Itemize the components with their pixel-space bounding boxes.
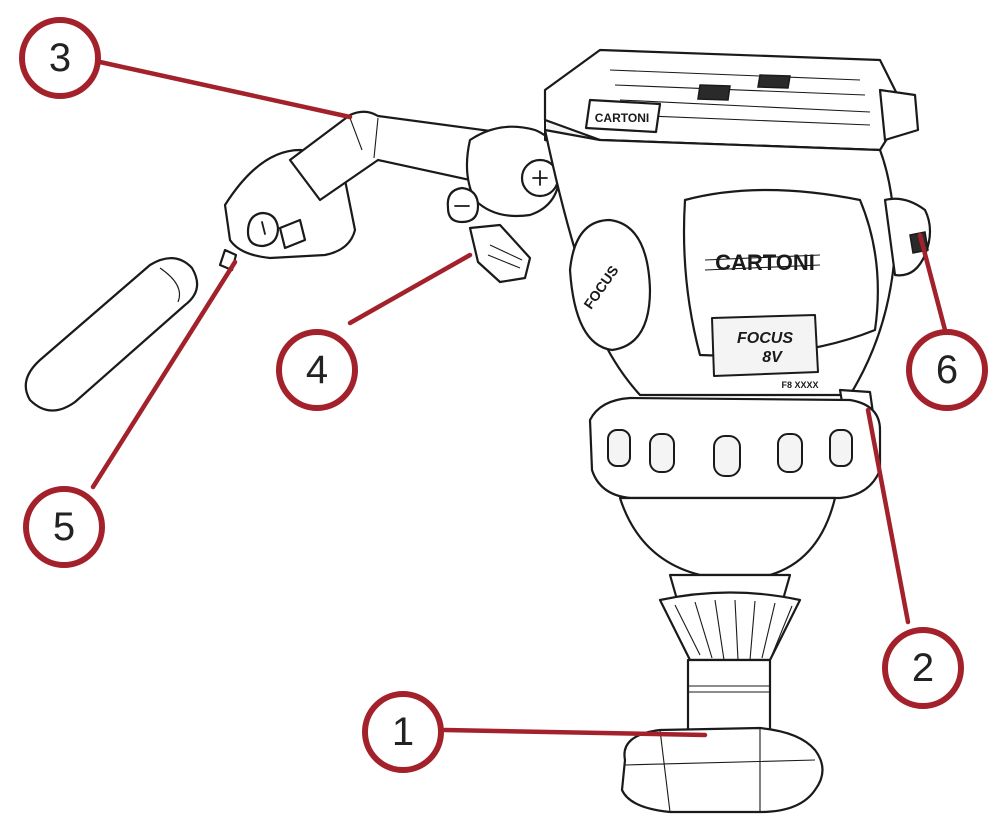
leader-1: [442, 727, 708, 738]
tilt-knob: [883, 197, 932, 277]
ring-notch-3: [713, 435, 741, 477]
plate-pad-2: [757, 74, 791, 89]
callout-circle: [276, 329, 358, 411]
base-knob: [620, 726, 824, 814]
head-body: FOCUS CARTONI FOCUS 8V F8 XXXX: [543, 128, 932, 422]
callout-2: 2: [882, 627, 964, 709]
leader-3: [97, 59, 353, 120]
model-text-2: 8V: [762, 349, 783, 366]
handle-grip: [24, 257, 199, 412]
leader-4: [347, 252, 473, 326]
ring-notch-4: [777, 433, 803, 473]
callout-circle: [19, 17, 101, 99]
clamp-screw: [278, 218, 307, 250]
leader-2: [865, 407, 911, 625]
model-badge: [711, 314, 819, 377]
model-text-1: FOCUS: [737, 330, 793, 347]
callout-number: 2: [912, 646, 934, 690]
serial-text: F8 XXXX: [781, 380, 818, 390]
handle-mount: [446, 125, 562, 284]
ring-notches: [607, 429, 853, 477]
ring-notch-2: [649, 433, 675, 473]
callout-number: 4: [306, 348, 328, 392]
ring-notch-1: [607, 429, 631, 467]
lock-knob: [446, 186, 480, 224]
leader-6: [917, 232, 948, 333]
pan-lock-lever: [468, 223, 532, 284]
tilt-drum: [568, 218, 652, 352]
badge-plate: [584, 98, 662, 134]
plate-pad-1: [697, 84, 731, 101]
callout-3: 3: [19, 17, 101, 99]
leader-lines: [90, 59, 948, 738]
callout-circle: [906, 329, 988, 411]
callout-circle: [882, 627, 964, 709]
ring-notch-5: [829, 429, 853, 467]
badge-text: CARTONI: [595, 111, 649, 125]
callout-5: 5: [23, 486, 105, 568]
callout-circle: [362, 691, 444, 773]
pan-handle: [24, 110, 522, 412]
callout-6: 6: [906, 329, 988, 411]
plate-latch: [878, 88, 920, 142]
bowl: [618, 496, 837, 577]
callout-number: 5: [53, 505, 75, 549]
callout-4: 4: [276, 329, 358, 411]
pan-drag-ring: [588, 396, 882, 500]
side-drum: [682, 188, 879, 357]
fluted-grip: [658, 591, 802, 662]
callout-1: 1: [362, 691, 444, 773]
callout-number: 3: [49, 36, 71, 80]
grip-edge: [159, 267, 181, 303]
brand-label: CARTONI: [715, 250, 815, 275]
callout-number: 6: [936, 348, 958, 392]
base-assembly: [618, 496, 837, 814]
callout-circle: [23, 486, 105, 568]
callout-number: 1: [392, 710, 414, 754]
leader-5: [90, 259, 238, 490]
